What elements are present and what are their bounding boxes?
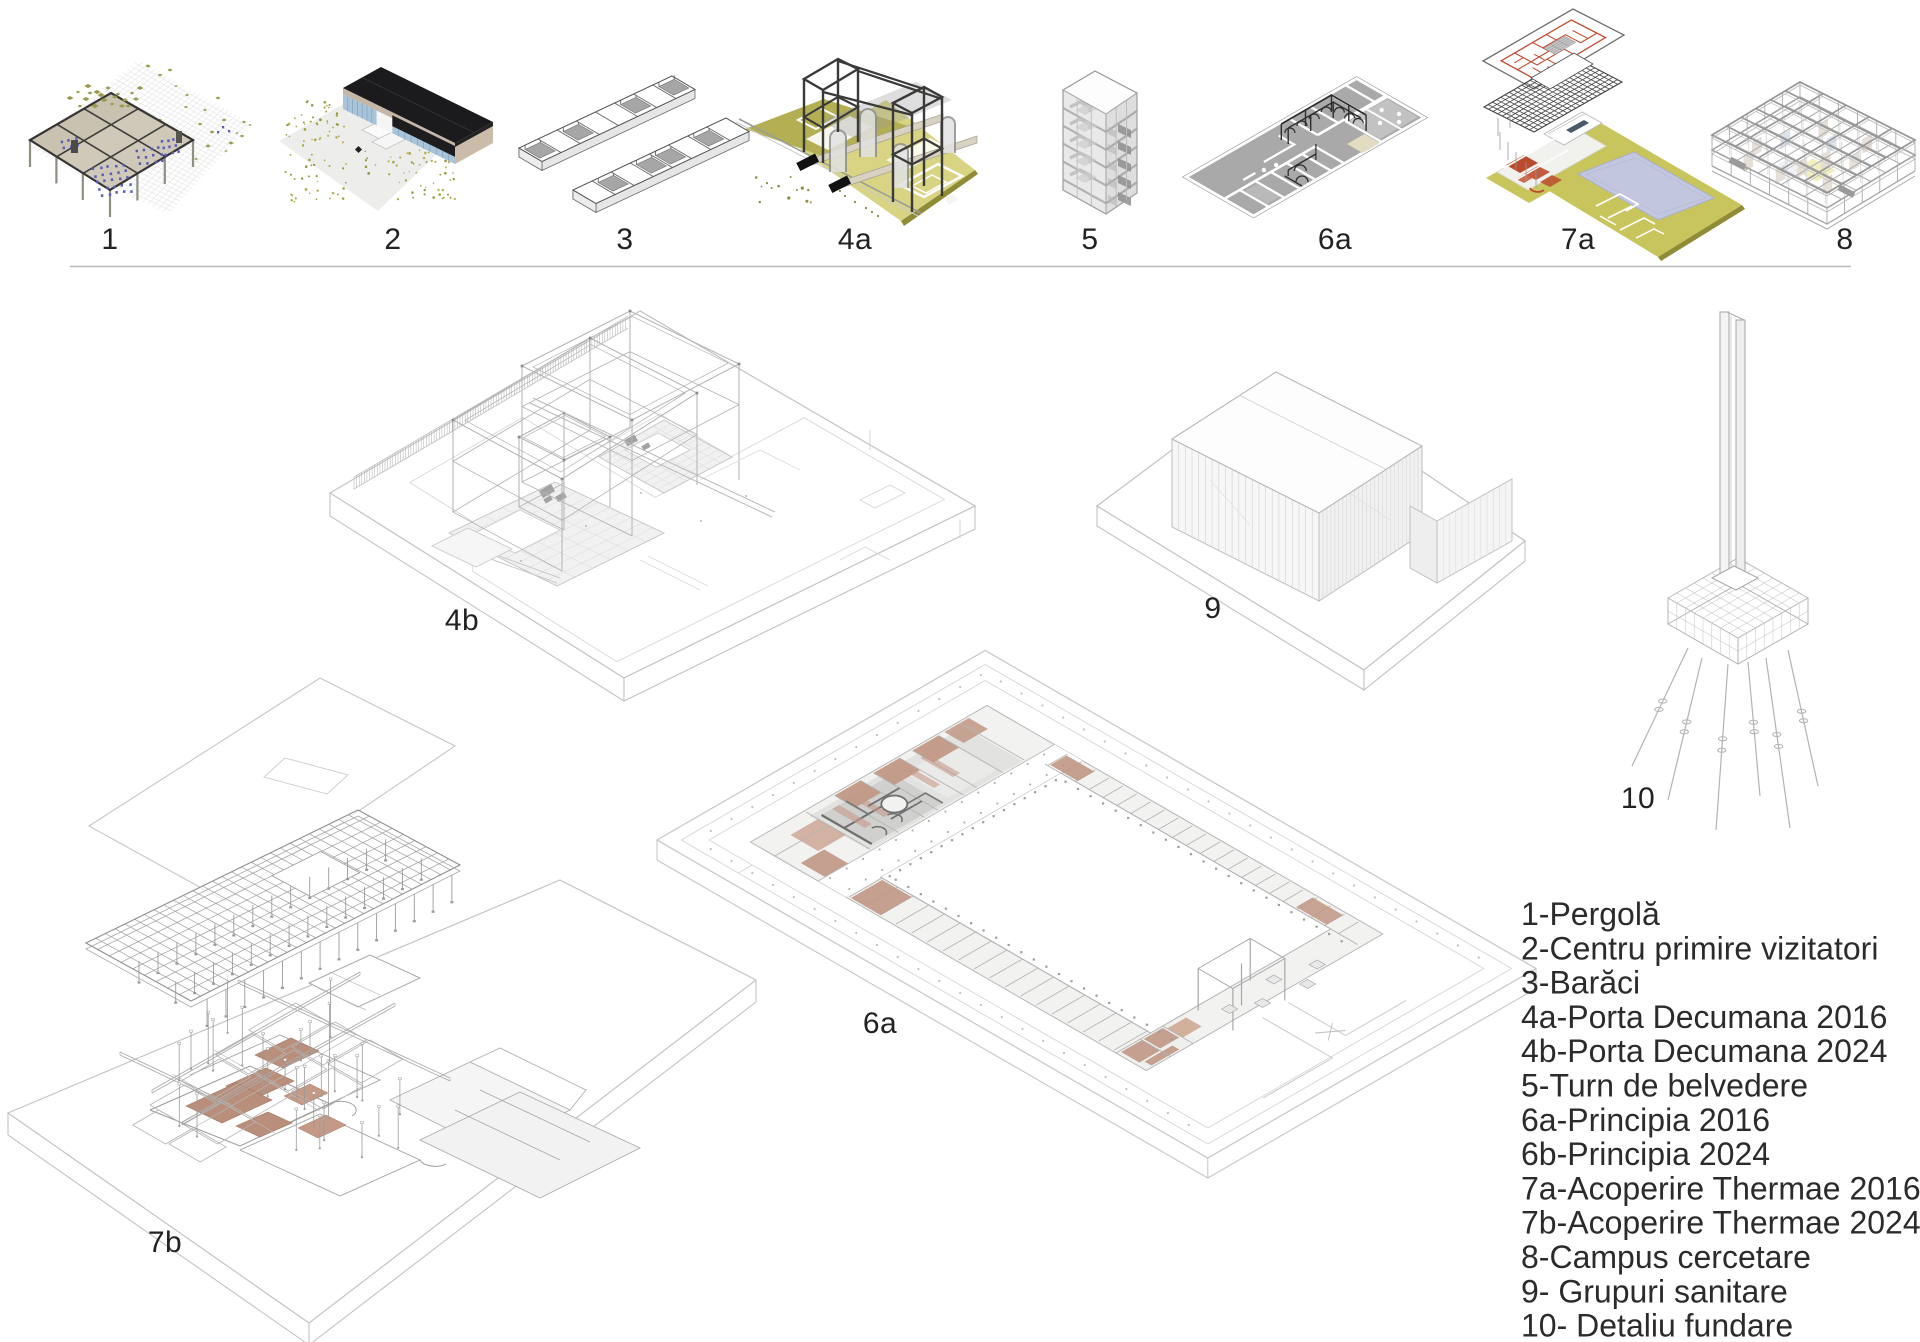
svg-text:9: 9 [1204,592,1221,625]
svg-text:1: 1 [101,223,118,256]
svg-text:9- Grupuri sanitare: 9- Grupuri sanitare [1521,1273,1788,1309]
svg-text:6a: 6a [863,1007,897,1040]
svg-text:6a-Principia 2016: 6a-Principia 2016 [1521,1102,1770,1138]
svg-text:5-Turn de belvedere: 5-Turn de belvedere [1521,1068,1808,1104]
svg-text:6b-Principia 2024: 6b-Principia 2024 [1521,1136,1770,1172]
svg-text:7b-Acoperire Thermae 2024: 7b-Acoperire Thermae 2024 [1521,1205,1920,1241]
svg-text:2-Centru primire vizitatori: 2-Centru primire vizitatori [1521,930,1878,966]
svg-text:3: 3 [616,223,633,256]
svg-text:2: 2 [384,223,401,256]
svg-text:8: 8 [1836,223,1853,256]
svg-text:3-Barăci: 3-Barăci [1521,965,1640,1001]
svg-text:10: 10 [1621,782,1655,815]
svg-text:7a: 7a [1561,223,1595,256]
svg-text:4b-Porta Decumana 2024: 4b-Porta Decumana 2024 [1521,1033,1887,1069]
svg-text:1-Pergolă: 1-Pergolă [1521,896,1660,932]
svg-text:4b: 4b [445,604,479,637]
svg-text:6a: 6a [1318,223,1352,256]
svg-text:7b: 7b [148,1226,182,1259]
svg-text:5: 5 [1081,223,1098,256]
svg-text:10- Detaliu fundare: 10- Detaliu fundare [1521,1308,1793,1342]
svg-text:4a: 4a [838,223,872,256]
svg-text:8-Campus cercetare: 8-Campus cercetare [1521,1239,1811,1275]
svg-text:4a-Porta Decumana 2016: 4a-Porta Decumana 2016 [1521,999,1887,1035]
svg-text:7a-Acoperire Thermae 2016: 7a-Acoperire Thermae 2016 [1521,1170,1920,1206]
